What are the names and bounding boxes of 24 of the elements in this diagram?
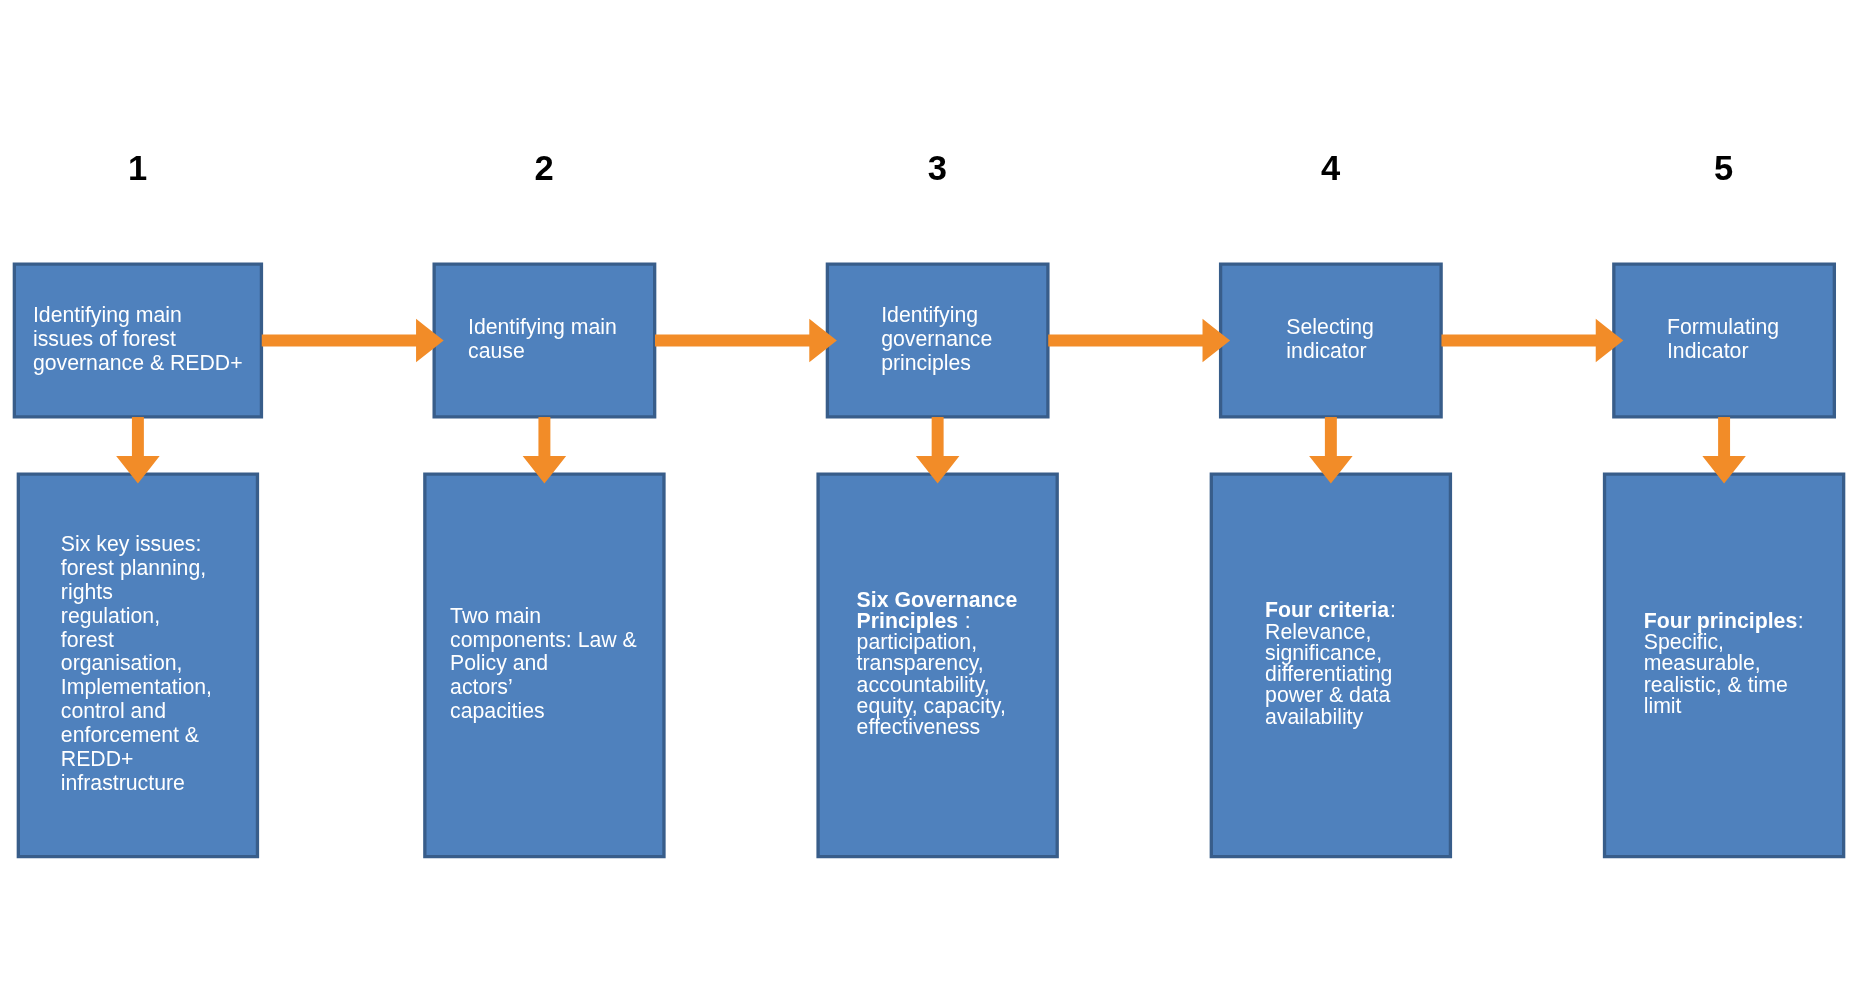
label: 5 [1714,148,1734,187]
node-box: Four criteria: Relevance, significance, differentiating power & data availability [1209,471,1453,858]
node-box: Selecting indicator [1218,262,1443,419]
node-box: Two main components: Law & Policy and actors’ capacities [423,471,666,858]
node-box: Six Governance Principles : participation, transparency, accountability, equity, capacity, effectiveness [816,471,1059,858]
arrow [655,318,837,362]
label: 1 [127,148,148,187]
node-box: Identifying main cause [432,262,657,419]
arrow [261,318,444,362]
node-box: Identifying main issues of forest governance & REDD+ [12,262,264,419]
label: 4 [1320,148,1341,187]
arrow [1048,318,1231,362]
arrow [522,416,567,484]
arrow [915,416,960,484]
node-box: Four principles: Specific, measurable, realistic, & time limit [1602,471,1846,858]
arrow [116,416,160,484]
arrow [1309,416,1353,484]
label: 3 [927,148,947,187]
label: 2 [534,148,554,187]
arrow [1441,318,1624,362]
arrow [1702,416,1746,484]
node-box: Six key issues: forest planning, rights regulation, forest organisation, Implementation, control and enforcement & REDD+ infrastructure [16,471,260,858]
node-box: Identifying governance principles [825,262,1050,419]
node-box: Formulating Indicator [1612,262,1836,419]
